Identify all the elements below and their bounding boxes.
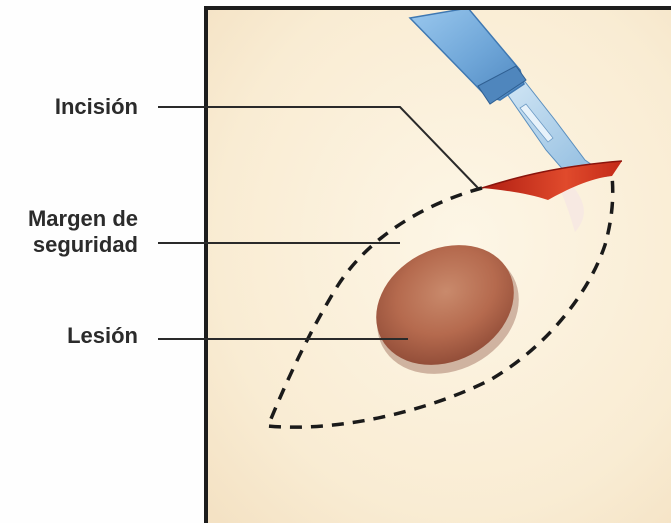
- label-safety-margin: Margen de seguridad: [0, 206, 138, 258]
- label-incision: Incisión: [30, 94, 138, 120]
- label-lesion-text: Lesión: [30, 323, 138, 349]
- label-margin-line2: seguridad: [0, 232, 138, 258]
- label-lesion: Lesión: [30, 323, 138, 349]
- label-incision-text: Incisión: [30, 94, 138, 120]
- label-margin-line1: Margen de: [0, 206, 138, 232]
